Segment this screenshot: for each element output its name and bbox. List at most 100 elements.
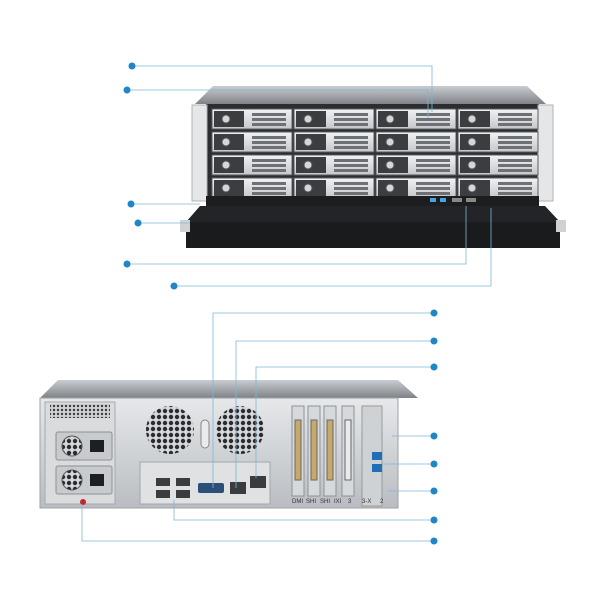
drive-tray[interactable] [211,131,293,153]
callout-dot-icon [430,537,438,545]
tray-lock-icon[interactable] [221,183,231,193]
drive-tray[interactable] [457,108,539,130]
rack-ear-left [191,104,208,202]
callout-dot-icon [430,487,438,495]
callout-dot-icon [127,200,135,208]
tray-lock-icon[interactable] [303,137,313,147]
usb-port[interactable] [156,478,170,486]
callout [128,62,433,112]
drive-tray[interactable] [293,177,375,199]
slot-label: IXI [334,499,342,505]
pcie-slot[interactable] [323,405,337,497]
tray-lock-icon[interactable] [467,183,477,193]
drive-tray[interactable] [375,154,457,176]
callout-dot-icon [430,432,438,440]
power-supply-1[interactable] [55,431,113,461]
tray-lock-icon[interactable] [303,114,313,124]
drive-tray[interactable] [293,108,375,130]
slot-label: 2 [380,499,384,505]
pcie-slot[interactable] [341,405,355,497]
callout [123,206,467,268]
ethernet-port[interactable] [250,476,266,488]
led-indicator [440,198,446,202]
drive-tray[interactable] [457,131,539,153]
callout-dot-icon [430,363,438,371]
drawer-handle-right [556,220,566,232]
drive-tray[interactable] [457,154,539,176]
usb-port [452,198,462,202]
usb3-port[interactable] [372,464,382,472]
drive-tray[interactable] [293,131,375,153]
drive-tray[interactable] [375,177,457,199]
callout [235,337,438,488]
vga-port[interactable] [198,483,224,493]
pcie-slot-area [291,405,355,497]
chassis-top-rear [40,380,418,398]
pcie-slot[interactable] [291,405,305,497]
usb3-port[interactable] [372,452,382,460]
tray-lock-icon[interactable] [221,160,231,170]
psu-vent [50,404,110,418]
tray-lock-icon[interactable] [303,183,313,193]
chassis-top [195,86,546,104]
callout-dot-icon [123,86,131,94]
rear-fan-1 [146,406,194,454]
usb-port[interactable] [176,478,190,486]
drawer-front [186,222,560,248]
callout-dot-icon [170,282,178,290]
drive-tray[interactable] [211,154,293,176]
drive-tray[interactable] [211,177,293,199]
tray-lock-icon[interactable] [467,160,477,170]
callout [127,200,200,208]
callout-dot-icon [128,62,136,70]
callout-dot-icon [430,337,438,345]
ethernet-port[interactable] [230,482,246,494]
usb-port[interactable] [176,490,190,498]
callout [81,504,438,545]
drawer-handle-left [180,220,190,232]
usb-port [466,198,476,202]
slot-label: DMI [292,499,303,505]
callout [170,208,492,290]
tray-lock-icon[interactable] [385,160,395,170]
tray-lock-icon[interactable] [385,137,395,147]
usb-port[interactable] [156,490,170,498]
callout [123,86,429,118]
power-socket[interactable] [90,474,104,486]
fan-icon [61,469,83,491]
pcie-slot[interactable] [307,405,321,497]
tray-lock-icon[interactable] [303,160,313,170]
drive-tray[interactable] [375,131,457,153]
callout [388,487,438,495]
control-strip [206,196,539,206]
tray-lock-icon[interactable] [467,137,477,147]
slot-label: 3 [348,499,352,505]
slot-label: 3-X [362,499,371,505]
drive-bay-grid [211,108,539,199]
drive-tray[interactable] [293,154,375,176]
callout [173,500,438,524]
tray-lock-icon[interactable] [385,183,395,193]
drive-tray[interactable] [375,108,457,130]
led-indicator [430,198,436,202]
slot-label: SHI [320,499,330,505]
callout-dot-icon [430,460,438,468]
tray-lock-icon[interactable] [467,114,477,124]
tray-lock-icon[interactable] [221,114,231,124]
callout-dot-icon [134,219,142,227]
callout-dot-icon [430,516,438,524]
callout-dot-icon [430,309,438,317]
drive-tray[interactable] [211,108,293,130]
callout [382,460,438,468]
callout-layer [81,62,492,545]
callout [255,363,438,478]
tray-lock-icon[interactable] [221,137,231,147]
power-socket[interactable] [90,440,104,452]
power-supply-2[interactable] [55,465,113,495]
tray-lock-icon[interactable] [385,114,395,124]
fan-handle[interactable] [200,419,210,449]
drive-tray[interactable] [457,177,539,199]
